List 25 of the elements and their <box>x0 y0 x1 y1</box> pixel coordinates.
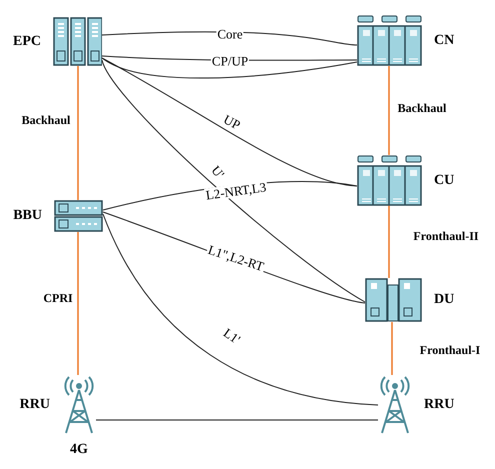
connection-line <box>102 31 358 46</box>
edge-label: CPRI <box>43 292 73 304</box>
edge-label: Fronthaul-I <box>420 344 480 356</box>
node-label: RRU <box>424 398 454 412</box>
edge-label: Core <box>216 28 244 40</box>
node-label: RRU <box>20 398 50 412</box>
connection-line <box>388 66 390 155</box>
connection-line <box>391 322 393 375</box>
edge-label: Backhaul <box>22 114 70 126</box>
edge-label: Backhaul <box>398 102 446 114</box>
node-label: DU <box>434 293 454 307</box>
connection-line <box>102 58 358 78</box>
edge-label: L2-NRT,L3 <box>204 180 268 202</box>
edge-label: Fronthaul-II <box>413 230 479 242</box>
connection-line <box>77 66 79 200</box>
edge-label: CP/UP <box>210 54 250 68</box>
node-label: CU <box>434 174 454 188</box>
node-label: EPC <box>13 34 41 48</box>
caption-text: 4G <box>69 443 89 457</box>
connection-line <box>388 205 390 278</box>
connection-line <box>102 214 378 406</box>
connection-line <box>102 58 358 186</box>
node-label: CN <box>434 34 454 48</box>
connection-line <box>77 232 79 375</box>
node-label: BBU <box>13 209 42 223</box>
